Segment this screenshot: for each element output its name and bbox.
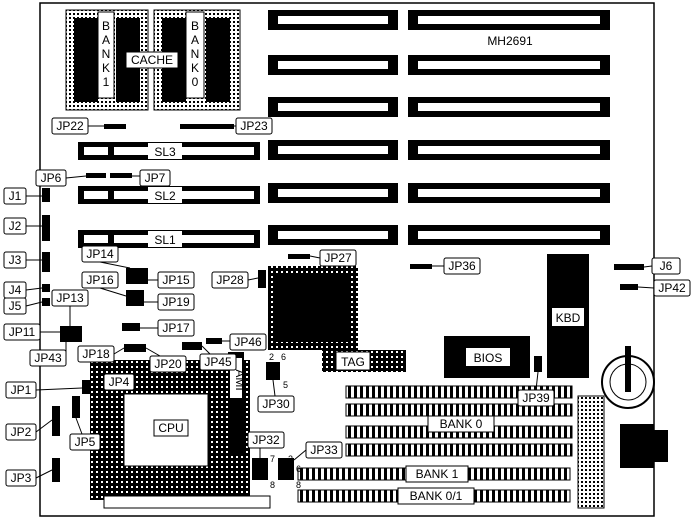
simm-bank1-label: BANK 1 [416, 467, 459, 481]
simm-bank01-label-box [397, 487, 475, 505]
ami-label: AMI [233, 369, 247, 390]
chipset-square [268, 266, 358, 350]
jumper-headers [42, 124, 644, 482]
pin-6-jp30: 6 [281, 352, 286, 362]
leader-lines [25, 125, 655, 479]
tag-label: TAG [341, 355, 365, 369]
label-jp17: JP17 [162, 321, 190, 335]
label-jp45: JP45 [204, 355, 232, 369]
label-jp28: JP28 [216, 273, 244, 287]
pin-2-jp33: 2 [288, 454, 293, 464]
label-jp13: JP13 [56, 291, 84, 305]
slot-sl3-label: SL3 [154, 145, 176, 159]
label-jp19: JP19 [162, 295, 190, 309]
label-jp42: JP42 [658, 281, 686, 295]
label-jp16: JP16 [86, 273, 114, 287]
edge-connector [577, 395, 605, 509]
cpu-label: CPU [158, 421, 183, 435]
label-jp4: JP4 [109, 375, 130, 389]
label-j5: J5 [9, 299, 22, 313]
label-jp14: JP14 [86, 247, 114, 261]
label-jp2: JP2 [11, 425, 32, 439]
label-jp32: JP32 [252, 433, 280, 447]
label-jp30: JP30 [262, 397, 290, 411]
pin-2-jp30: 2 [269, 352, 274, 362]
label-j1: J1 [9, 189, 22, 203]
tag-chip [322, 350, 406, 372]
ami-chip [228, 352, 244, 456]
label-jp1: JP1 [11, 383, 32, 397]
label-jp43: JP43 [34, 351, 62, 365]
simm-bank01-label: BANK 0/1 [410, 489, 463, 503]
simm-sockets-bank0 [345, 385, 573, 457]
label-jp46: JP46 [234, 335, 262, 349]
slot-sl1 [78, 230, 260, 248]
pin-8-jp32: 8 [270, 480, 275, 490]
bios-label: BIOS [474, 351, 503, 365]
label-jp15: JP15 [162, 273, 190, 287]
label-j4: J4 [9, 283, 22, 297]
bios-chip [444, 336, 530, 378]
label-jp22: JP22 [56, 119, 84, 133]
slot-sl3 [78, 142, 260, 160]
pin-5-jp30: 5 [283, 380, 288, 390]
simm-bank0-label-box [427, 415, 495, 433]
label-j3: J3 [9, 253, 22, 267]
expansion-slots [268, 10, 610, 245]
label-jp11: JP11 [9, 325, 36, 339]
simm-bank0-label: BANK 0 [440, 417, 483, 431]
cpu-label-box [153, 419, 189, 437]
slot-sl2-label: SL2 [154, 189, 176, 203]
label-jp5: JP5 [75, 435, 96, 449]
keyboard-connector [620, 424, 668, 468]
pin-8-jp33: 8 [296, 480, 301, 490]
label-jp7: JP7 [145, 171, 166, 185]
pin-6-jp33: 6 [296, 464, 301, 474]
label-j6: J6 [660, 259, 673, 273]
bank1-label-box [97, 11, 115, 99]
label-jp20: JP20 [154, 357, 182, 371]
battery [601, 346, 655, 409]
slot-sl1-label: SL1 [154, 233, 176, 247]
label-jp3: JP3 [11, 471, 32, 485]
kbd-chip [547, 254, 589, 378]
kbd-label: KBD [556, 311, 581, 325]
label-jp18: JP18 [82, 347, 110, 361]
label-jp23: JP23 [240, 119, 268, 133]
simm-bank1-label-box [405, 465, 469, 483]
cache-label: CACHE [131, 53, 173, 67]
slot-sl2 [78, 186, 260, 204]
label-j2: J2 [9, 219, 22, 233]
label-jp36: JP36 [448, 259, 476, 273]
bank0-label-box [185, 11, 205, 99]
board-model: MH2691 [487, 34, 533, 48]
label-jp6: JP6 [41, 171, 62, 185]
pin-7-jp32: 7 [270, 454, 275, 464]
cache-label-box [125, 51, 179, 69]
label-jp39: JP39 [522, 391, 550, 405]
label-jp27: JP27 [324, 251, 352, 265]
label-jp33: JP33 [310, 443, 338, 457]
